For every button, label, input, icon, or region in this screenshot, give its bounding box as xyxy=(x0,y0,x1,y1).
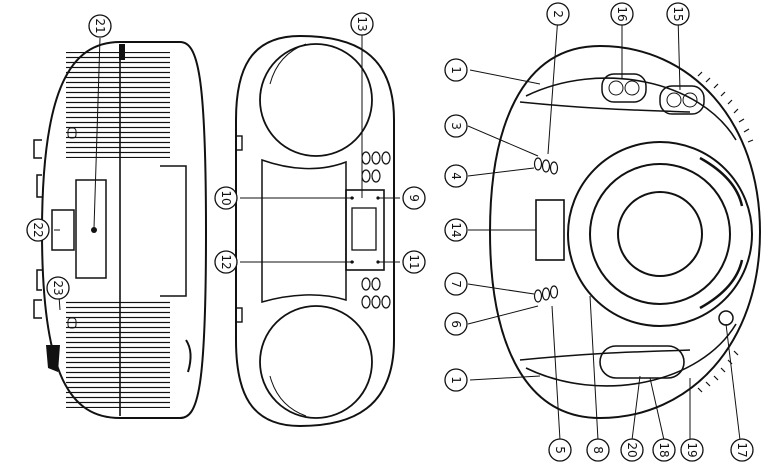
side-slot-bottom xyxy=(67,317,77,329)
label-14: 14 xyxy=(449,222,463,237)
label-7: 7 xyxy=(449,280,463,288)
button-group-15 xyxy=(659,85,705,115)
door-hinge-top xyxy=(699,156,744,207)
label-5: 5 xyxy=(553,446,567,454)
label-9: 9 xyxy=(407,194,421,202)
label-12: 12 xyxy=(219,254,233,269)
label-11: 11 xyxy=(407,254,421,269)
speaker-grille-left xyxy=(259,43,373,157)
side-grille-top xyxy=(66,52,170,158)
label-1-bottom: 1 xyxy=(449,376,463,384)
side-view xyxy=(33,41,208,419)
ac-socket xyxy=(51,209,75,251)
side-panel xyxy=(160,165,187,297)
top-body-outline xyxy=(235,34,395,428)
side-knob xyxy=(185,339,192,373)
label-2: 2 xyxy=(551,10,565,18)
front-view xyxy=(488,44,762,420)
label-19: 19 xyxy=(685,442,699,457)
label-8: 8 xyxy=(591,446,605,454)
grille-highlight-left xyxy=(269,43,307,85)
side-grille-bottom xyxy=(66,300,170,408)
top-handle-right xyxy=(235,307,243,323)
door-hinge-bottom xyxy=(699,259,744,310)
label-16: 16 xyxy=(615,6,629,21)
compartment-screw xyxy=(91,227,97,233)
label-22: 22 xyxy=(31,222,45,237)
cd-door-outer xyxy=(567,141,753,327)
label-18: 18 xyxy=(657,442,671,457)
power-indicator xyxy=(718,310,734,326)
label-20: 20 xyxy=(625,442,639,457)
label-10: 10 xyxy=(219,190,233,205)
cd-window xyxy=(617,191,703,277)
cd-door-ring xyxy=(589,163,731,305)
side-slot-top xyxy=(67,127,77,139)
speaker-grille-right xyxy=(259,305,373,419)
leader-lines xyxy=(54,15,741,441)
callout-labels: 21 22 23 13 10 9 12 11 2 16 15 1 3 4 14 … xyxy=(26,2,754,462)
label-3: 3 xyxy=(449,122,463,130)
label-21: 21 xyxy=(93,18,107,33)
handle-mark-bottom xyxy=(46,345,60,372)
button-group-16 xyxy=(601,73,647,103)
top-center-waist xyxy=(261,158,347,303)
label-15: 15 xyxy=(671,6,685,21)
carry-handle-slot xyxy=(599,345,685,379)
handle-mark-top xyxy=(119,44,125,60)
top-button-groups xyxy=(361,151,391,309)
grille-highlight-right xyxy=(269,375,307,417)
front-vent-ribs xyxy=(697,71,754,393)
battery-compartment xyxy=(75,179,107,279)
label-17: 17 xyxy=(735,442,749,457)
label-4: 4 xyxy=(449,172,463,180)
label-13: 13 xyxy=(355,16,369,31)
side-body-outline xyxy=(40,41,208,419)
front-lower-curve xyxy=(525,323,737,387)
front-trim-bottom xyxy=(519,349,691,361)
label-6: 6 xyxy=(449,320,463,328)
label-23: 23 xyxy=(51,280,65,295)
top-handle-left xyxy=(235,135,243,151)
label-1-top: 1 xyxy=(449,66,463,74)
side-edge-bumps xyxy=(33,139,42,319)
front-small-buttons xyxy=(533,157,559,303)
front-trim-top xyxy=(519,101,691,113)
top-view xyxy=(235,24,395,428)
lcd-display xyxy=(351,207,377,251)
display-frame xyxy=(345,189,385,271)
front-display xyxy=(535,199,565,261)
front-body-outline xyxy=(488,44,762,420)
